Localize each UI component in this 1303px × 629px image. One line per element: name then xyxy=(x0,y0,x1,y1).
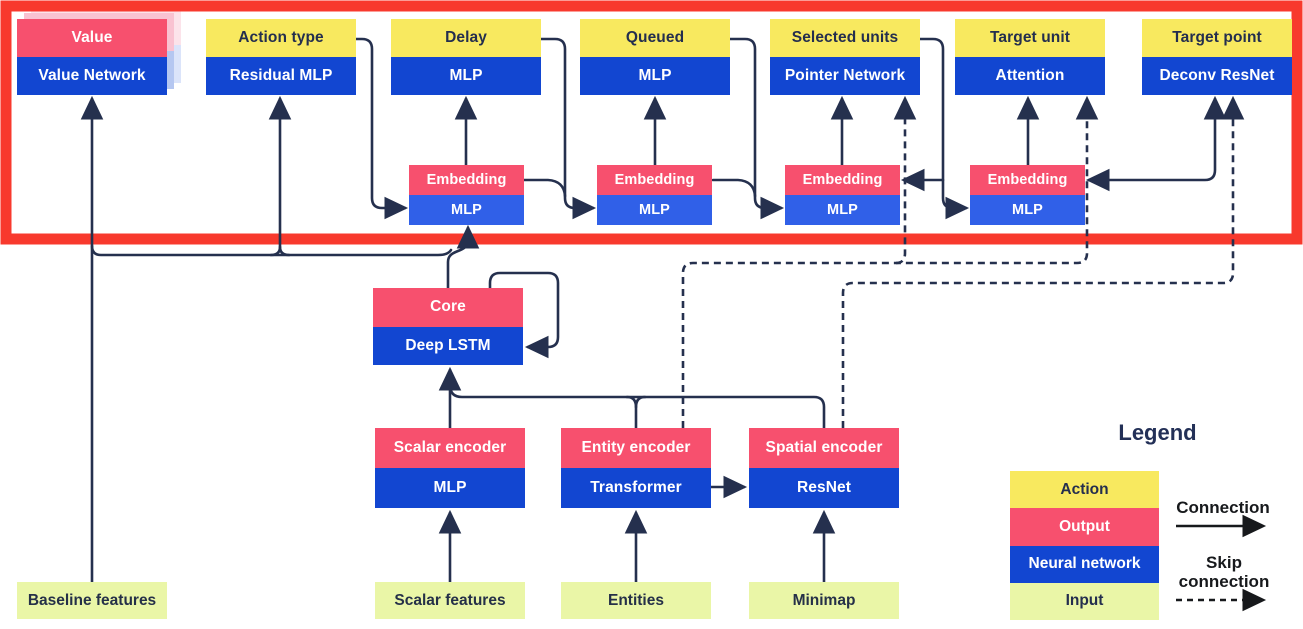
node-spatial-encoder-top-label: Spatial encoder xyxy=(749,428,899,468)
legend-skip-connection-text: Skip connection xyxy=(1178,553,1270,591)
node-queued-top-label: Queued xyxy=(580,19,730,57)
node-embedding-2-top-label: Embedding xyxy=(597,165,712,195)
node-delay-bottom-label: MLP xyxy=(391,57,541,95)
node-embedding-4-top-label: Embedding xyxy=(970,165,1085,195)
legend-swatch-network: Neural network xyxy=(1010,545,1159,583)
node-delay-top-label: Delay xyxy=(391,19,541,57)
node-spatial-encoder-bottom-label: ResNet xyxy=(749,468,899,508)
node-action-type-top-label: Action type xyxy=(206,19,356,57)
legend-swatch-input: Input xyxy=(1010,582,1159,620)
node-embedding-2-bottom-label: MLP xyxy=(597,195,712,225)
input-scalar-features: Scalar features xyxy=(375,582,525,619)
input-entities: Entities xyxy=(561,582,711,619)
legend-skip-connection-label: Skip connection xyxy=(1158,553,1290,591)
node-scalar-encoder-bottom-label: MLP xyxy=(375,468,525,508)
node-entity-encoder-bottom-label: Transformer xyxy=(561,468,711,508)
input-baseline-features: Baseline features xyxy=(17,582,167,619)
node-embedding-4-bottom-label: MLP xyxy=(970,195,1085,225)
node-core-bottom-label: Deep LSTM xyxy=(373,326,523,365)
node-value-bottom-label: Value Network xyxy=(17,57,167,95)
input-minimap: Minimap xyxy=(749,582,899,619)
node-selected-units-top-label: Selected units xyxy=(770,19,920,57)
node-value-top-label: Value xyxy=(17,19,167,57)
node-core-top-label: Core xyxy=(373,288,523,327)
node-entity-encoder-top-label: Entity encoder xyxy=(561,428,711,468)
node-embedding-3-bottom-label: MLP xyxy=(785,195,900,225)
node-action-type-bottom-label: Residual MLP xyxy=(206,57,356,95)
node-scalar-encoder-top-label: Scalar encoder xyxy=(375,428,525,468)
legend-swatch-output: Output xyxy=(1010,508,1159,546)
node-target-point-bottom-label: Deconv ResNet xyxy=(1142,57,1292,95)
node-target-unit-bottom-label: Attention xyxy=(955,57,1105,95)
legend-swatch-action: Action xyxy=(1010,471,1159,509)
legend-connection-label: Connection xyxy=(1176,498,1270,517)
node-embedding-1-bottom-label: MLP xyxy=(409,195,524,225)
node-target-unit-top-label: Target unit xyxy=(955,19,1105,57)
node-embedding-1-top-label: Embedding xyxy=(409,165,524,195)
node-target-point-top-label: Target point xyxy=(1142,19,1292,57)
node-queued-bottom-label: MLP xyxy=(580,57,730,95)
node-embedding-3-top-label: Embedding xyxy=(785,165,900,195)
node-selected-units-bottom-label: Pointer Network xyxy=(770,57,920,95)
